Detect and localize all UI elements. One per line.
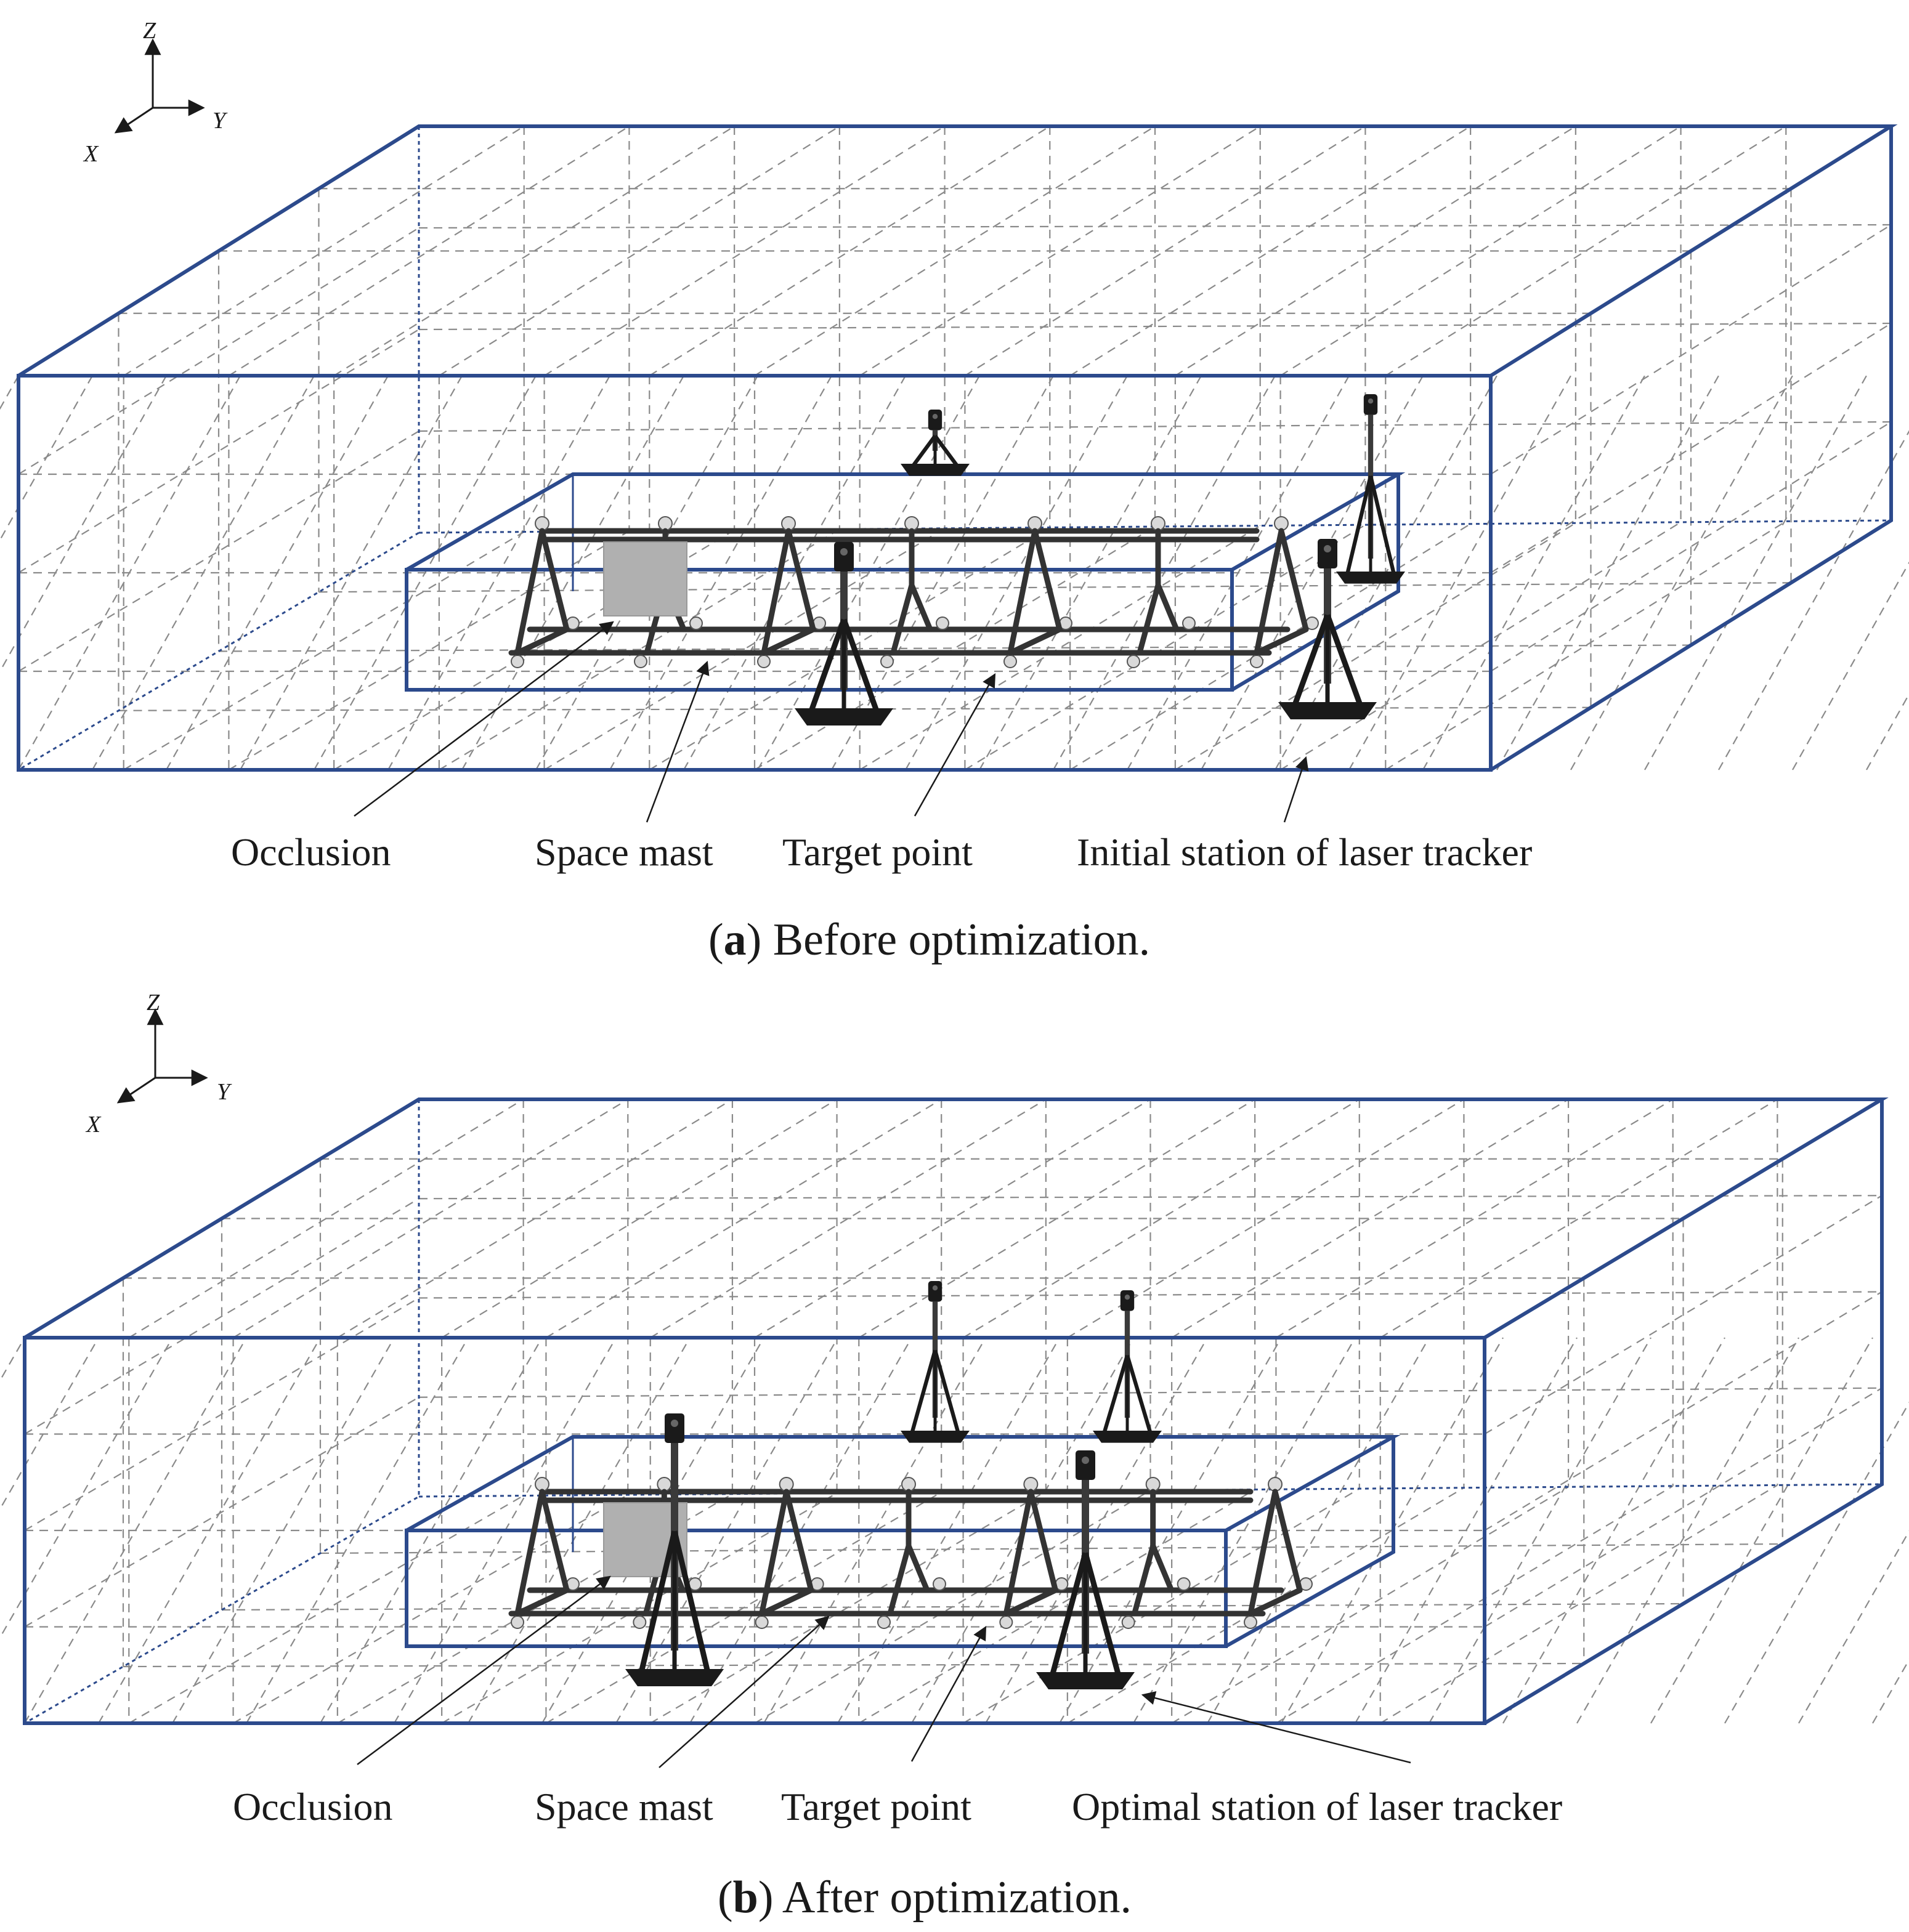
coordinate-axes: Z Y X (85, 990, 232, 1138)
z-axis-label: Z (147, 990, 160, 1016)
caption-b-text: ) After optimization. (758, 1872, 1132, 1923)
space-mast (405, 1435, 1401, 1648)
laser-trackers (795, 394, 1405, 726)
caption-a-letter: a (724, 915, 747, 965)
space-mast (405, 472, 1406, 692)
label-target-point: Target point (781, 1785, 971, 1829)
callout-leaders (357, 1575, 1411, 1768)
room-frame (23, 1097, 1889, 1725)
caption-a-text: ) Before optimization. (747, 915, 1151, 965)
truss-structure (508, 516, 1319, 668)
y-axis-label: Y (213, 108, 228, 134)
x-axis-arrow (114, 107, 153, 134)
truss-structure (508, 1477, 1313, 1629)
panel-a: Z Y X (0, 18, 1909, 965)
caption-b-letter: b (733, 1872, 758, 1923)
x-axis-arrow (116, 1077, 156, 1104)
x-axis-label: X (85, 1112, 102, 1138)
label-occlusion: Occlusion (231, 830, 391, 874)
room-grid (0, 126, 1909, 770)
z-axis-label: Z (143, 18, 156, 44)
room-grid (0, 1099, 1909, 1724)
label-target-point: Target point (782, 830, 973, 874)
laser-trackers (625, 1281, 1162, 1689)
label-station: Optimal station of laser tracker (1072, 1785, 1562, 1829)
label-space-mast: Space mast (535, 1785, 713, 1829)
room-frame (17, 124, 1898, 772)
caption-b: (b) After optimization. (718, 1872, 1132, 1923)
label-space-mast: Space mast (535, 830, 713, 874)
occlusion-block (603, 541, 687, 616)
coordinate-axes: Z Y X (83, 18, 228, 167)
x-axis-label: X (83, 141, 99, 167)
label-occlusion: Occlusion (233, 1785, 393, 1829)
callout-leaders (354, 621, 1309, 823)
label-station: Initial station of laser tracker (1077, 830, 1532, 874)
panel-b: Z Y X O (0, 990, 1909, 1923)
caption-a: (a) Before optimization. (708, 915, 1150, 965)
y-axis-label: Y (217, 1079, 232, 1105)
